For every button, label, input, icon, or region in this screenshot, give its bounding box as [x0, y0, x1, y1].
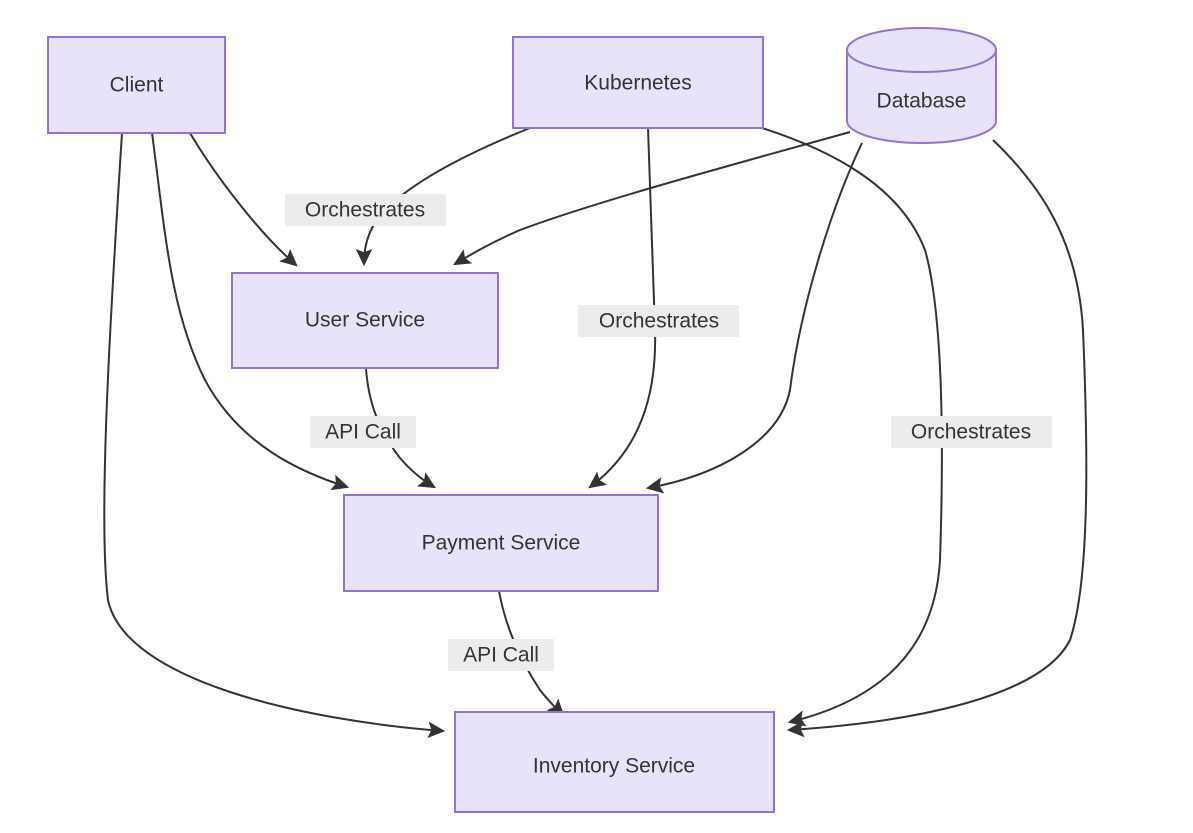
- edge-label-orchestrates-3: Orchestrates: [891, 416, 1052, 448]
- node-client-shape[interactable]: [47, 36, 226, 134]
- nodes-layer: Client Kubernetes Database User Service: [47, 27, 997, 813]
- node-database[interactable]: Database: [846, 27, 997, 144]
- node-user-service-shape[interactable]: [231, 272, 499, 369]
- edge-label-text: Orchestrates: [911, 421, 1031, 444]
- edge-label-text: Orchestrates: [599, 310, 719, 333]
- node-user-service-label: User Service: [305, 309, 425, 332]
- node-kubernetes-label: Kubernetes: [584, 72, 691, 95]
- edge-label-api-call-2: API Call: [448, 639, 554, 671]
- edge-client-to-user-service: [189, 132, 298, 267]
- edge-label-text: API Call: [463, 644, 539, 667]
- edge-user-service-to-payment-service: [365, 367, 436, 489]
- node-payment-service[interactable]: Payment Service: [343, 494, 659, 592]
- edge-label-text: Orchestrates: [305, 199, 425, 222]
- node-database-shape[interactable]: [846, 49, 997, 144]
- edge-database-to-inventory-service: [786, 139, 1088, 738]
- node-database-label: Database: [877, 90, 967, 113]
- node-payment-service-shape[interactable]: [343, 494, 659, 592]
- node-client[interactable]: Client: [47, 36, 226, 134]
- edge-payment-service-to-inventory-service: [498, 590, 565, 717]
- node-client-label: Client: [110, 74, 164, 97]
- node-kubernetes[interactable]: Kubernetes: [512, 36, 764, 129]
- node-inventory-service-shape[interactable]: [454, 711, 775, 813]
- edge-label-text: API Call: [325, 421, 401, 444]
- database-cylinder-top-icon: [846, 27, 997, 73]
- edge-label-api-call-1: API Call: [310, 416, 416, 448]
- node-inventory-service[interactable]: Inventory Service: [454, 711, 775, 813]
- edge-label-orchestrates-2: Orchestrates: [578, 305, 739, 337]
- node-inventory-service-label: Inventory Service: [533, 755, 695, 778]
- edge-database-to-payment-service: [645, 142, 863, 494]
- edge-labels-layer: Orchestrates Orchestrates Orchestrates A…: [285, 194, 1052, 671]
- node-user-service[interactable]: User Service: [231, 272, 499, 369]
- node-kubernetes-shape[interactable]: [512, 36, 764, 129]
- edge-label-orchestrates-1: Orchestrates: [285, 194, 446, 226]
- node-payment-service-label: Payment Service: [422, 532, 581, 555]
- edge-client-to-payment-service: [151, 132, 350, 491]
- edge-database-to-user-service: [453, 131, 851, 266]
- edge-client-to-inventory-service: [103, 132, 446, 739]
